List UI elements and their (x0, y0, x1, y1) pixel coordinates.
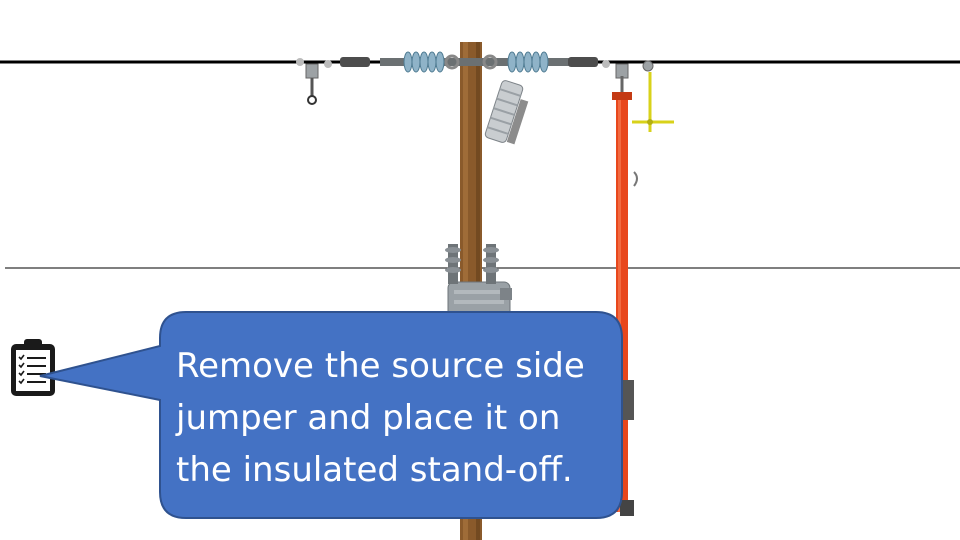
left-line-clamp (296, 58, 332, 105)
dead-end-assembly (340, 51, 598, 73)
right-line-clamp (602, 60, 654, 79)
insulated-stand-off (632, 72, 674, 132)
instruction-text: Remove the source side jumper and place … (176, 340, 616, 496)
fuse-cutout (484, 80, 529, 145)
clipboard-checklist-icon (11, 339, 55, 396)
instruction-line-1: Remove the source side (176, 346, 585, 386)
instruction-line-2: jumper and place it on (176, 398, 561, 438)
instruction-callout (39, 311, 623, 519)
instruction-line-3: the insulated stand-off. (176, 450, 573, 490)
